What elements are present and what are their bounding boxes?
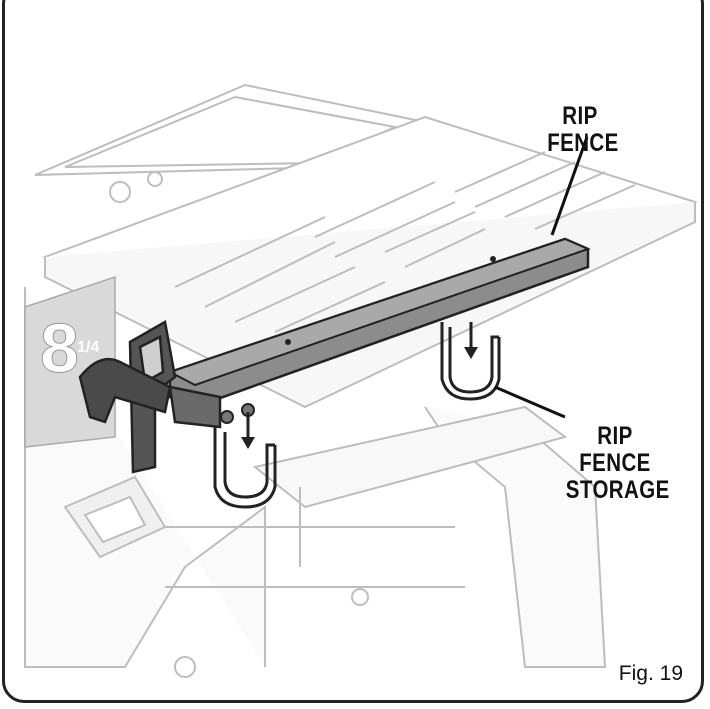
rip-fence-leader-line <box>550 136 589 236</box>
down-arrow-icon <box>241 412 255 449</box>
blade-size-digit: 8 <box>40 309 79 387</box>
rip-fence-bar <box>167 237 591 424</box>
blade-size-fraction: 1/4 <box>77 339 99 356</box>
rip-fence-clamp <box>78 320 222 474</box>
rip-fence-callout: RIP FENCE <box>547 102 619 157</box>
down-arrow-icon <box>464 322 478 359</box>
rip-fence-storage-callout: RIP FENCE STORAGE <box>565 422 670 504</box>
rip-fence-storage-hook-left <box>213 427 277 509</box>
table-saw-illustration: 8 1/4 <box>24 83 698 678</box>
figure-label: Fig. 19 <box>618 662 683 685</box>
rip-fence-storage-leader-line <box>494 385 566 419</box>
